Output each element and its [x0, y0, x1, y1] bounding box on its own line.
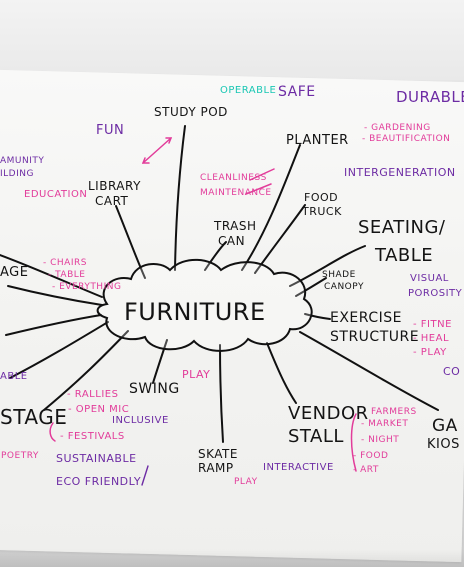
note-play-top: PLAY: [182, 368, 210, 381]
branch-stage: [43, 330, 129, 411]
branch-library-cart: [115, 205, 146, 279]
node-exercise-line-1: EXERCISE: [330, 310, 402, 326]
node-food-truck-line-2: TRUCK: [301, 205, 342, 218]
branch-exercise: [304, 313, 331, 320]
note-art: - ART: [353, 465, 379, 475]
node-seating-line-1: SEATING/: [358, 217, 446, 238]
branch-food-truck: [254, 204, 306, 274]
note-co: CO: [443, 365, 460, 378]
cleanliness-pointer: [249, 168, 275, 181]
paper-shadow: [0, 549, 464, 567]
sustainable-slash: [141, 465, 149, 486]
node-seating-line-2: TABLE: [374, 245, 433, 266]
fun-arrow: [142, 137, 172, 164]
note-fitness: - FITNE: [413, 319, 452, 330]
note-market: - MARKET: [361, 419, 408, 429]
cleanliness-pointer-2: [245, 183, 272, 195]
node-skate-line-1: SKATE: [198, 447, 238, 461]
node-vendor-line-2: STALL: [288, 426, 344, 447]
node-exercise-line-2: STRUCTURE: [330, 329, 419, 345]
node-vendor-line-1: VENDOR: [288, 403, 369, 424]
note-education: EDUCATION: [24, 189, 87, 200]
note-night: - NIGHT: [361, 435, 399, 445]
note-farmers: FARMERS: [371, 407, 417, 417]
note-safe: SAFE: [278, 84, 316, 100]
note-sustainable: SUSTAINABLE: [56, 452, 137, 465]
vendor-bracket: [350, 413, 357, 472]
note-community-line-1: AMUNITY: [0, 156, 44, 166]
node-stage: STAGE: [0, 405, 67, 429]
note-intergeneration: INTERGENERATION: [344, 166, 456, 179]
node-game-line-1: GA: [432, 416, 458, 436]
note-cleanliness-line-2: MAINTENANCE: [200, 188, 272, 198]
note-health: - HEAL: [413, 333, 449, 344]
branch-planter: [241, 144, 301, 271]
fun-arrow-head-b: [141, 157, 150, 164]
node-study-pod: STUDY POD: [154, 105, 228, 119]
center-cloud: [96, 258, 313, 352]
branch-shade-canopy: [295, 277, 327, 297]
branch-community: [5, 314, 102, 336]
note-eco-friendly: ECO FRIENDLY: [56, 475, 141, 488]
branch-seating: [289, 245, 366, 287]
node-skate-line-2: RAMP: [198, 461, 234, 475]
node-game-line-2: KIOS: [427, 437, 460, 452]
note-fun: FUN: [96, 123, 124, 138]
note-rallies: - RALLIES: [67, 389, 118, 400]
node-shade-line-1: SHADE: [322, 270, 356, 280]
note-open-mic: - OPEN MIC: [68, 404, 129, 415]
branch-vendor: [266, 342, 297, 404]
note-poetry: POETRY: [1, 451, 39, 461]
node-food-truck-line-1: FOOD: [304, 191, 338, 204]
note-play-right: - PLAY: [413, 347, 447, 358]
node-library-line-2: CART: [95, 194, 129, 208]
node-shade-line-2: CANOPY: [324, 282, 364, 292]
node-left-stage: AGE: [0, 265, 28, 280]
branch-game-kiosk: [299, 331, 439, 411]
note-operable: OPERABLE: [220, 85, 276, 96]
branch-study-pod: [174, 125, 186, 271]
note-everything: - EVERYTHING: [52, 282, 121, 292]
note-beautification: - BEAUTIFICATION: [362, 134, 450, 144]
note-gardening: - GARDENING: [364, 123, 431, 133]
node-planter: PLANTER: [286, 133, 349, 148]
fun-arrow-head-a: [165, 137, 173, 144]
node-swing: SWING: [129, 381, 180, 397]
node-trash-line-2: CAN: [218, 234, 245, 248]
background-surface: [0, 0, 464, 80]
branch-able: [9, 321, 109, 379]
note-play-bottom: PLAY: [234, 477, 258, 487]
node-trash-line-1: TRASH: [213, 219, 257, 233]
note-visual-line-1: VISUAL: [410, 273, 449, 284]
note-table: - TABLE: [48, 270, 85, 280]
node-library-line-1: LIBRARY: [88, 179, 141, 193]
note-durable: DURABLE: [396, 88, 464, 106]
note-chairs: - CHAIRS: [43, 258, 87, 268]
note-community-line-2: ILDING: [0, 169, 34, 179]
note-inclusive: INCLUSIVE: [112, 415, 169, 426]
center-label: FURNITURE: [124, 298, 266, 326]
festivals-bracket: [49, 422, 56, 442]
note-interactive: INTERACTIVE: [263, 462, 334, 473]
branch-trash-can: [204, 241, 227, 271]
note-able: ABLE: [0, 371, 28, 382]
branch-swing: [152, 339, 168, 384]
note-festivals: - FESTIVALS: [60, 431, 125, 442]
branch-far-left: [0, 254, 103, 298]
note-food: - FOOD: [353, 451, 388, 461]
branch-left-stage: [7, 285, 103, 306]
note-cleanliness-line-1: CLEANLINESS: [200, 173, 267, 183]
note-visual-line-2: POROSITY: [408, 288, 463, 299]
branch-skate: [219, 344, 224, 443]
